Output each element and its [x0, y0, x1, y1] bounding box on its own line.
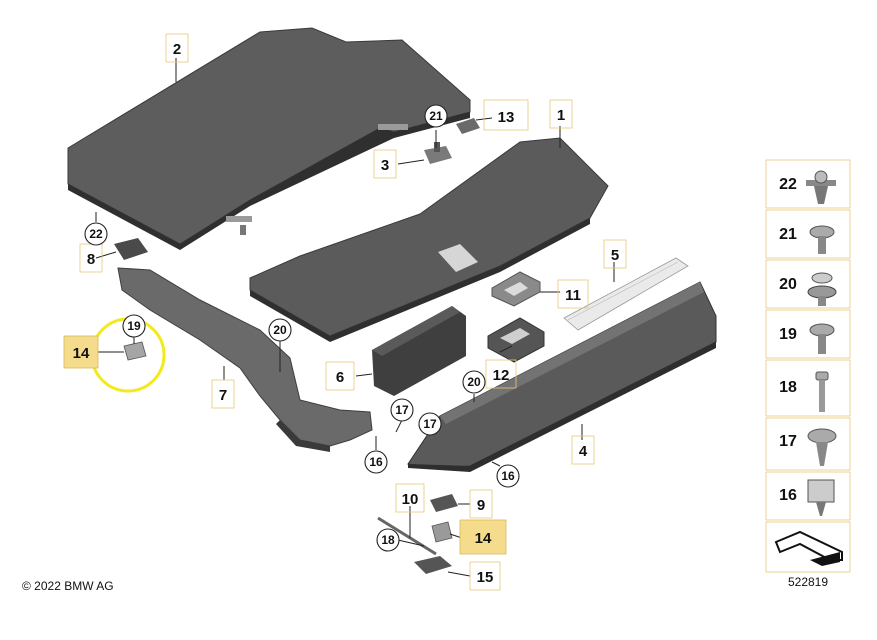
svg-text:19: 19: [779, 326, 797, 343]
bracket-part-8[interactable]: [114, 238, 148, 260]
label-16-a: 16: [369, 455, 383, 469]
panel-part-6[interactable]: [372, 306, 466, 396]
label-6: 6: [336, 369, 344, 386]
label-9: 9: [477, 497, 485, 514]
label-18: 18: [381, 533, 395, 547]
label-3: 3: [381, 157, 389, 174]
svg-text:22: 22: [779, 176, 797, 193]
trim-strip-part-5[interactable]: [563, 257, 689, 331]
panel-row-16[interactable]: 16: [765, 471, 851, 521]
floor-panel-part-1[interactable]: [249, 137, 609, 342]
label-15: 15: [477, 569, 494, 586]
label-14-lower: 14: [475, 530, 492, 547]
label-4: 4: [579, 443, 588, 460]
side-panel-part-4[interactable]: [407, 281, 717, 472]
svg-text:18: 18: [779, 379, 797, 396]
callout-circles: [84, 104, 520, 552]
panel-row-18[interactable]: 18: [765, 359, 851, 417]
label-13: 13: [498, 109, 515, 126]
panel-row-20[interactable]: 20: [765, 259, 851, 309]
panel-row-generic[interactable]: [765, 521, 851, 573]
highlight-box-14-left: [63, 335, 99, 369]
carrier-rail-part-7[interactable]: [117, 267, 373, 452]
label-14-left: 14: [73, 345, 90, 362]
label-1: 1: [557, 107, 565, 124]
label-5: 5: [611, 247, 619, 264]
trim-part-12[interactable]: [487, 317, 545, 363]
panel-row-17[interactable]: 17: [765, 417, 851, 471]
label-17-b: 17: [423, 417, 437, 431]
svg-text:21: 21: [779, 226, 797, 243]
fastener-panel: 22 21 20 19 18: [765, 159, 851, 573]
label-22: 22: [89, 227, 103, 241]
label-20-right: 20: [467, 375, 481, 389]
diagram-number: 522819: [788, 575, 828, 589]
bracket-part-14-left[interactable]: [123, 341, 147, 361]
bracket-part-14-lower[interactable]: [431, 521, 453, 543]
label-2: 2: [173, 41, 181, 58]
panel-row-19[interactable]: 19: [765, 309, 851, 359]
svg-text:17: 17: [779, 433, 797, 450]
label-8: 8: [87, 251, 95, 268]
bracket-part-9[interactable]: [430, 494, 458, 512]
label-12: 12: [493, 367, 510, 384]
label-16-b: 16: [501, 469, 515, 483]
label-boxes: [79, 33, 627, 591]
label-17-a: 17: [395, 403, 409, 417]
copyright-text: © 2022 BMW AG: [22, 579, 114, 593]
cap-part-13[interactable]: [456, 118, 480, 134]
highlight-box-14-lower: [459, 519, 507, 555]
label-11: 11: [565, 287, 581, 304]
floor-panel-part-2[interactable]: [67, 27, 471, 250]
label-20-left: 20: [273, 323, 287, 337]
label-7: 7: [219, 387, 227, 404]
bracket-part-3[interactable]: [424, 142, 452, 164]
svg-text:16: 16: [779, 487, 797, 504]
panel-row-21[interactable]: 21: [765, 209, 851, 259]
label-19: 19: [127, 319, 141, 333]
rod-part-10[interactable]: [377, 516, 437, 556]
panel-row-22[interactable]: 22: [765, 159, 851, 209]
cover-part-15[interactable]: [414, 556, 452, 574]
label-10: 10: [402, 491, 419, 508]
trim-part-11[interactable]: [491, 271, 541, 307]
label-21: 21: [429, 109, 443, 123]
svg-text:20: 20: [779, 276, 797, 293]
